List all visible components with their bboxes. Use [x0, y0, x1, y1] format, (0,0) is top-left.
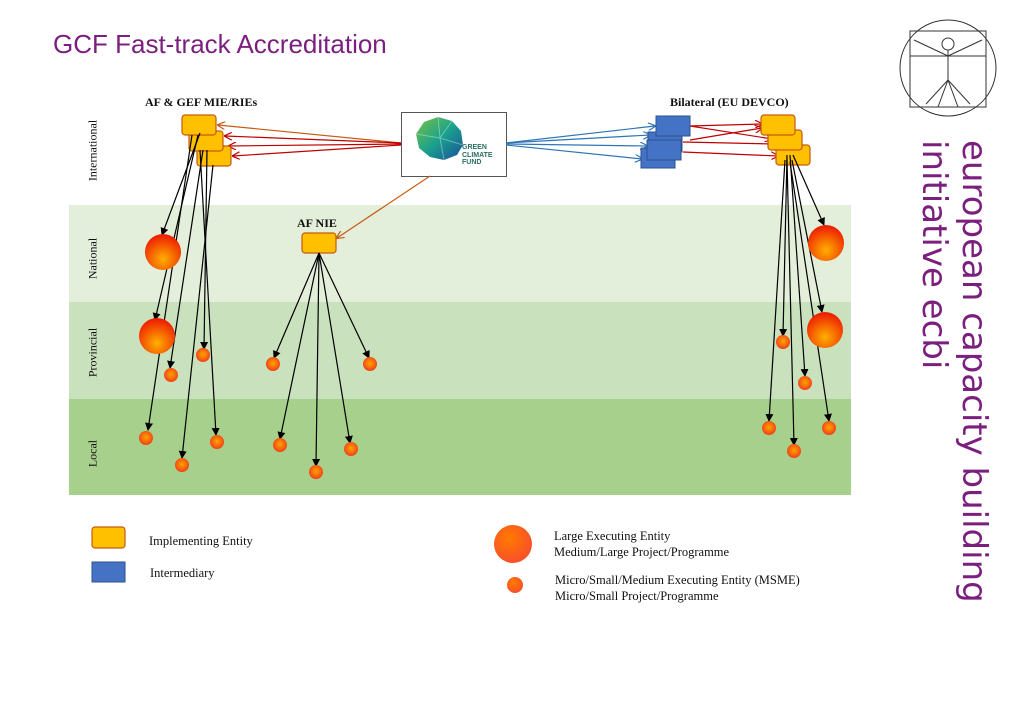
large-entity-national-left: [145, 234, 181, 270]
large-entity-provincial-right: [807, 312, 843, 348]
bilateral-implementing-entities: [760, 114, 811, 166]
gcf-logo-line1: GREEN: [462, 144, 487, 151]
gcf-logo-line2: CLIMATE: [462, 151, 493, 159]
gcf-logo-line3: FUND: [462, 159, 482, 166]
legend-large-entity-icon: [494, 525, 532, 563]
legend-implementing-entity-icon: [91, 526, 126, 549]
arrow-gcf-af-gef-1: [218, 125, 402, 144]
group-label-af-gef: AF & GEF MIE/RIEs: [145, 95, 258, 109]
legend-intermediary-label: Intermediary: [150, 566, 215, 580]
legend-intermediary-icon: [91, 561, 126, 583]
arrow-gcf-int-4: [505, 144, 642, 159]
legend-large-entity-label: Large Executing Entity Medium/Large Proj…: [554, 528, 729, 560]
page-title: GCF Fast-track Accreditation: [53, 29, 387, 59]
gcf-to-intermediary-arrows: [505, 126, 655, 159]
intermediary-box-1: [655, 115, 691, 137]
large-executing-entities: [139, 225, 844, 354]
arrow-gcf-af-gef-3: [229, 144, 402, 146]
legend-large-entity-line2: Medium/Large Project/Programme: [554, 545, 730, 559]
bilateral-downward-arrows: [765, 154, 832, 446]
small-executing-entities: [139, 335, 836, 479]
vitruvian-man-icon: [899, 19, 997, 117]
legend-large-entity-line1: Large Executing Entity: [554, 529, 671, 543]
arrow-gcf-af-gef-4: [233, 144, 402, 156]
af-nie-downward-arrows: [273, 252, 370, 467]
brand-line1: european capacity building: [954, 140, 994, 603]
arrow-gcf-af-gef-2: [225, 136, 402, 144]
gcf-globe-icon: [415, 116, 464, 161]
group-label-bilateral: Bilateral (EU DEVCO): [670, 95, 789, 109]
ecbi-brand: european capacity building initiative ec…: [910, 140, 1000, 603]
arrow-gcf-int-3: [505, 144, 647, 146]
gcf-to-af-gef-arrows: [218, 125, 402, 156]
brand-line2: initiative ecbi: [914, 140, 954, 370]
arrow-gcf-int-1: [505, 126, 655, 144]
large-entity-national-right: [808, 225, 844, 261]
intermediary-box-2: [646, 139, 682, 161]
large-entity-provincial-left: [139, 318, 175, 354]
band-national: [69, 205, 851, 302]
legend-small-entity-line1: Micro/Small/Medium Executing Entity (MSM…: [555, 573, 800, 587]
group-label-af-nie: AF NIE: [297, 216, 337, 230]
intermediary-boxes: [640, 115, 691, 169]
legend-small-entity-line2: Micro/Small Project/Programme: [555, 589, 719, 603]
arrow-gcf-af-nie: [337, 175, 431, 238]
af-nie-implementing-entity: [301, 232, 337, 254]
legend-small-entity-label: Micro/Small/Medium Executing Entity (MSM…: [555, 572, 800, 604]
gcf-logo-text: GREEN CLIMATE FUND: [462, 144, 493, 167]
legend-implementing-entity-label: Implementing Entity: [149, 534, 253, 548]
intermediary-to-bilateral-arrows: [682, 124, 778, 156]
arrow-gcf-int-2: [505, 135, 650, 144]
legend-small-entity-icon: [507, 577, 523, 593]
af-gef-downward-arrows: [145, 132, 220, 459]
af-gef-implementing-entities: [181, 114, 232, 167]
band-local: [69, 399, 851, 495]
